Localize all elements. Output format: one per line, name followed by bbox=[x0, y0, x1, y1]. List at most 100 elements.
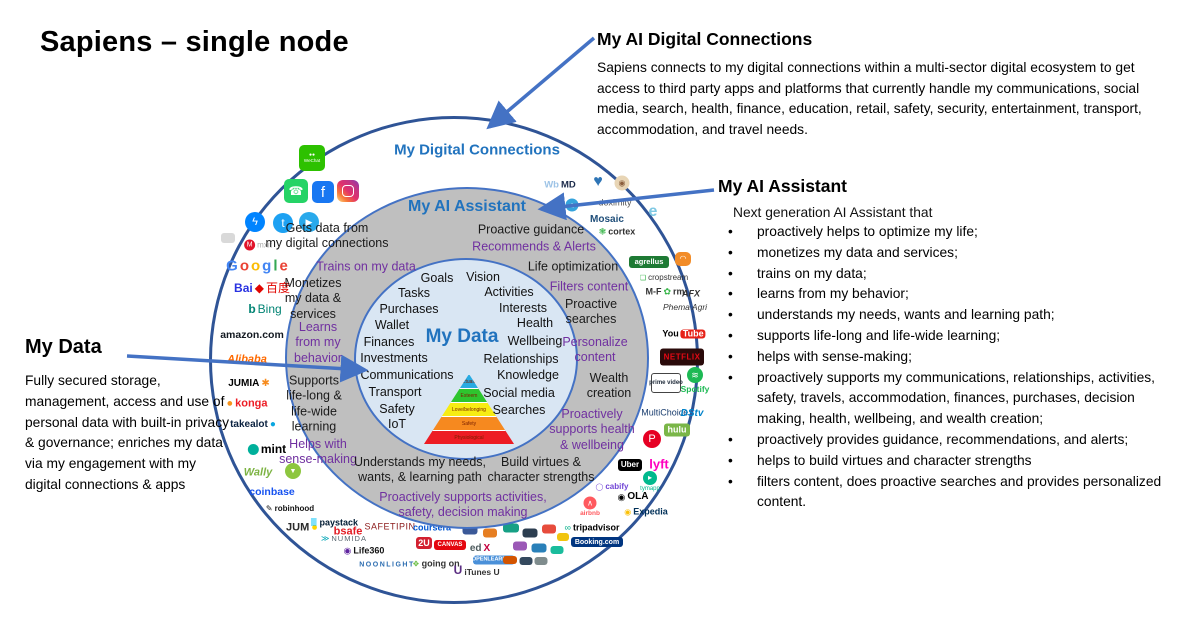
logo-cabify: ◯cabify bbox=[595, 482, 629, 491]
ring-text: Recommends & Alerts bbox=[472, 239, 596, 254]
inner-text: Investments bbox=[360, 351, 428, 365]
cropstream-icon: ❏ bbox=[639, 274, 647, 282]
logo-goingon: ❖going on bbox=[412, 558, 460, 569]
logo-alibaba: Alibaba bbox=[227, 353, 267, 366]
bullet-item: filters content, does proactive searches… bbox=[722, 472, 1172, 514]
logo-wechat: ●●WeChat bbox=[299, 145, 325, 171]
messenger-icon: ϟ bbox=[245, 212, 265, 232]
pinterest-icon: P bbox=[643, 430, 661, 448]
bullet-item: proactively helps to optimize my life; bbox=[722, 222, 1172, 243]
logo-dstv: DStv bbox=[680, 408, 704, 419]
logo-baidu: Bai◆百度 bbox=[234, 281, 290, 295]
logo-app-chip-1 bbox=[462, 525, 478, 535]
inner-text: Social media bbox=[483, 386, 555, 400]
logo-health-heart: ♥ bbox=[593, 173, 603, 190]
my-data-heading: My Data bbox=[25, 336, 102, 358]
tripadvisor-icon: ∞ bbox=[564, 522, 571, 533]
airbnb-icon-icon: ∧ bbox=[583, 496, 597, 510]
ring-text: Wealth creation bbox=[586, 370, 632, 400]
life360-icon: ◉ bbox=[343, 545, 352, 556]
ring-text: Build virtues & character strengths bbox=[487, 454, 595, 484]
logo-app-chip-11 bbox=[519, 557, 533, 565]
logo-netflix: NETFLIX bbox=[660, 348, 704, 366]
logo-unknown-app bbox=[221, 233, 235, 243]
inner-text: Communications bbox=[360, 368, 454, 382]
logo-doximity-icon: ⌂ bbox=[565, 198, 579, 212]
logo-app-chip-2 bbox=[483, 528, 497, 538]
logo-app-chip-9 bbox=[550, 546, 564, 554]
bullet-item: proactively provides guidance, recommend… bbox=[722, 430, 1172, 451]
logo-mint: mint bbox=[247, 443, 286, 455]
inner-text: Purchases bbox=[379, 302, 439, 316]
inner-circle-label: My Data bbox=[425, 326, 499, 347]
logo-mosaic: Mosaic bbox=[590, 214, 624, 225]
cortex-icon: ❃ bbox=[598, 226, 607, 237]
bullet-item: trains on my data; bbox=[722, 264, 1172, 285]
bullet-item: proactively supports my communications, … bbox=[722, 368, 1172, 430]
spotify-icon-icon: ≋ bbox=[687, 367, 703, 383]
owl-app-icon: ◉ bbox=[614, 175, 630, 191]
logo-coursera: coursera bbox=[412, 522, 452, 533]
inner-text: Relationships bbox=[483, 352, 559, 366]
expedia-icon: ◉ bbox=[624, 507, 632, 516]
logo-instagram bbox=[337, 180, 359, 202]
logo-doximity: doximity bbox=[598, 197, 632, 208]
logo-bsafe: bsafe bbox=[333, 525, 363, 538]
outer-circle-label: My Digital Connections bbox=[394, 141, 560, 159]
inner-text: Finances bbox=[363, 335, 415, 349]
inner-text: Goals bbox=[420, 271, 454, 285]
my-data-body: Fully secured storage, management, acces… bbox=[25, 373, 229, 492]
inner-text: Transport bbox=[368, 385, 422, 399]
inner-text: Vision bbox=[466, 270, 500, 284]
logo-ola: ◉OLA bbox=[617, 491, 649, 502]
logo-lyft: lyft bbox=[649, 456, 669, 472]
ring-text: Helps with sense-making bbox=[279, 436, 357, 466]
goingon-icon: ❖ bbox=[412, 559, 420, 568]
logo-life360: ◉Life360 bbox=[343, 545, 385, 556]
logo-messenger: ϟ bbox=[245, 212, 265, 232]
digital-connections-heading: My AI Digital Connections bbox=[597, 29, 813, 49]
pyramid-level: Physiological bbox=[424, 430, 514, 444]
logo-udacity: U bbox=[453, 563, 463, 577]
logo-telegram: ▶ bbox=[299, 212, 319, 232]
robinhood-icon: ✎ bbox=[265, 504, 273, 513]
logo-owl-app: ◉ bbox=[614, 175, 630, 191]
instagram-camera-icon bbox=[337, 180, 359, 202]
logo-afx: AFX bbox=[682, 288, 700, 299]
logo-jumo: JUM● bbox=[286, 521, 318, 534]
ai-assistant-heading: My AI Assistant bbox=[718, 176, 848, 196]
bullet-item: helps to build virtues and character str… bbox=[722, 451, 1172, 472]
logo-app-chip-8 bbox=[531, 543, 547, 553]
logo-robinhood: ✎robinhood bbox=[265, 504, 315, 513]
ring-text: Proactively supports activities, safety,… bbox=[379, 489, 547, 519]
logo-airbnb-icon: ∧ bbox=[583, 496, 597, 510]
ring-text: Learns from my behavior bbox=[294, 320, 342, 365]
ring-text: Proactively supports health & wellbeing bbox=[549, 407, 635, 452]
ring-text: Trains on my data bbox=[316, 259, 416, 274]
inner-text: Safety bbox=[379, 402, 415, 416]
logo-whatsapp: ☎ bbox=[284, 179, 308, 203]
inner-text: Health bbox=[516, 316, 554, 330]
middle-circle-label: My AI Assistant bbox=[408, 198, 526, 215]
logo-spotify-icon: ≋ bbox=[687, 367, 703, 383]
logo-m-farm: M-F✿rm bbox=[645, 286, 685, 297]
logo-cropstream: ❏cropstream bbox=[639, 273, 689, 282]
ring-text: Filters content bbox=[549, 279, 629, 294]
mxit-icon: M bbox=[244, 239, 256, 251]
inner-text: Tasks bbox=[398, 286, 430, 300]
logo-hulu: hulu bbox=[664, 423, 690, 437]
inner-text: Activities bbox=[484, 285, 534, 299]
doximity-icon-icon: ⌂ bbox=[565, 198, 579, 212]
logo-app-chip-4 bbox=[522, 528, 538, 538]
ai-assistant-intro: Next generation AI Assistant that bbox=[733, 205, 933, 220]
logo-openlearning: OPENLEARNING bbox=[472, 555, 516, 565]
inner-text: Knowledge bbox=[497, 368, 559, 382]
bullet-item: learns from my behavior; bbox=[722, 284, 1172, 305]
inner-text: Wellbeing bbox=[507, 334, 563, 348]
cabify-icon: ◯ bbox=[595, 483, 604, 491]
pyramid-level: Safety bbox=[424, 416, 514, 430]
logo-amazon: amazon.com bbox=[220, 328, 284, 341]
logo-tymapp: tymapp bbox=[640, 486, 660, 492]
